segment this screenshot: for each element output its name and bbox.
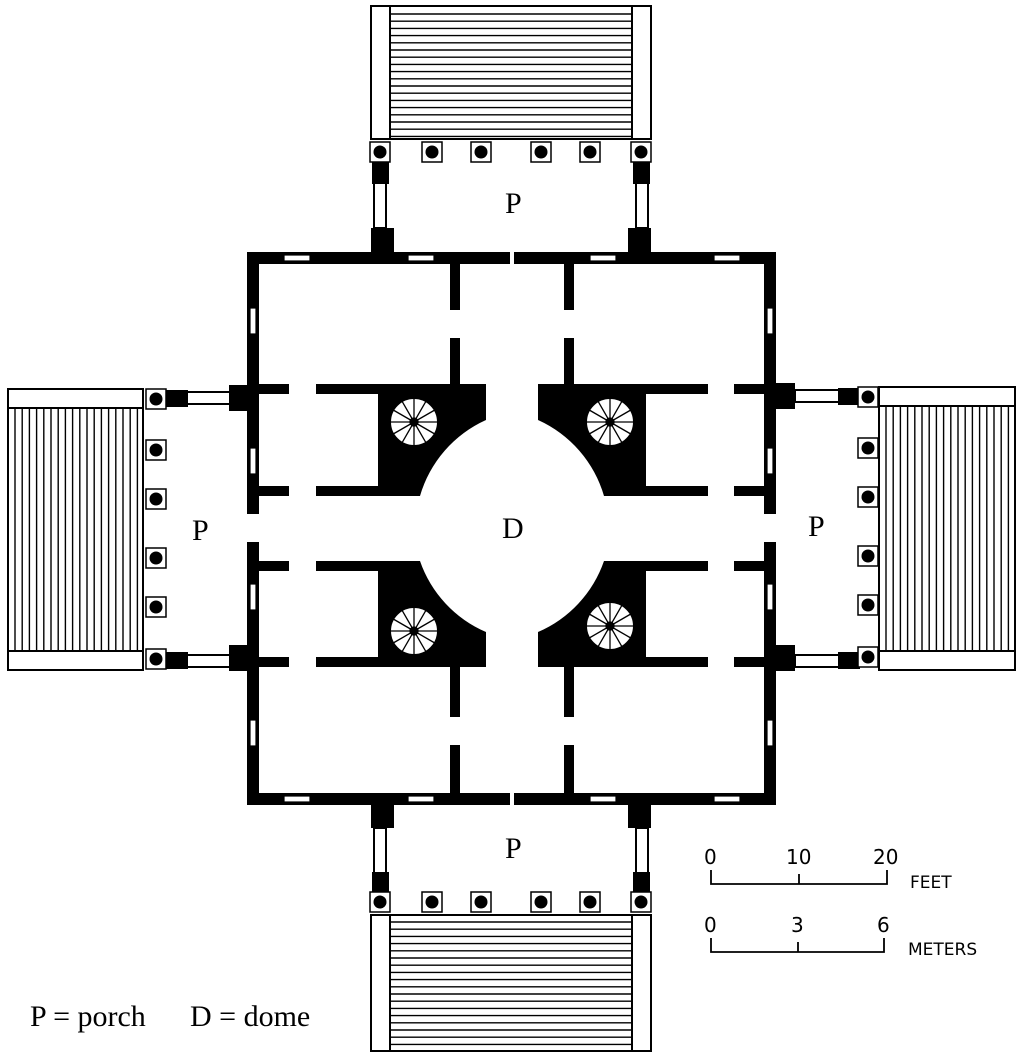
porch-label-west: P <box>192 514 209 547</box>
scale-meters-tick-2: 6 <box>877 913 890 937</box>
dome-label: D <box>502 512 524 545</box>
spiral-stair-se <box>585 601 635 651</box>
west-columns <box>145 388 167 670</box>
porch-label-south: P <box>505 832 522 865</box>
north-stairs <box>389 5 633 140</box>
west-stairs <box>7 407 144 652</box>
spiral-stair-nw <box>389 397 439 447</box>
scale-feet-tick-1: 10 <box>786 845 811 869</box>
spiral-stair-sw <box>389 606 439 656</box>
scale-meters-tick-1: 3 <box>791 913 804 937</box>
south-porch <box>369 800 652 1052</box>
interior-walls <box>259 264 764 793</box>
north-columns <box>369 141 652 163</box>
porch-label-north: P <box>505 187 522 220</box>
legend-porch: P = porch <box>30 1000 146 1033</box>
east-stairs <box>878 405 1016 652</box>
scale-bar-feet: 0 10 20 FEET <box>704 845 952 893</box>
legend-dome: D = dome <box>190 1000 310 1033</box>
north-stair-cheek-left <box>370 5 391 140</box>
scale-feet-tick-2: 20 <box>873 845 898 869</box>
east-columns <box>857 386 879 668</box>
scale-bar-meters: 0 3 6 METERS <box>704 913 977 960</box>
scale-feet-tick-0: 0 <box>704 845 717 869</box>
windows <box>249 254 774 803</box>
south-columns <box>369 891 652 913</box>
north-porch <box>369 5 652 256</box>
scale-feet-unit: FEET <box>910 873 952 893</box>
south-stairs <box>389 914 633 1052</box>
porch-label-east: P <box>808 510 825 543</box>
east-porch <box>766 383 1016 671</box>
west-porch <box>7 385 257 671</box>
north-stair-cheek-right <box>631 5 652 140</box>
spiral-stair-ne <box>585 397 635 447</box>
scale-meters-tick-0: 0 <box>704 913 717 937</box>
scale-meters-unit: METERS <box>908 940 977 960</box>
